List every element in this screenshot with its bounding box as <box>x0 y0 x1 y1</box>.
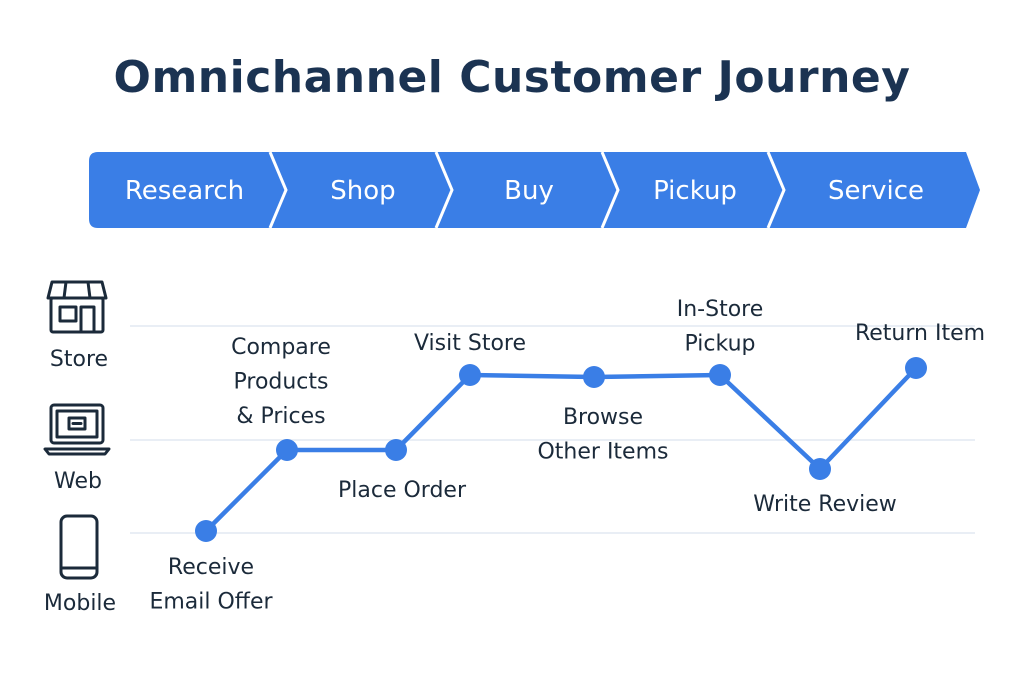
channel-legend: Store Web Mobile <box>43 280 116 616</box>
journey-node <box>809 458 831 480</box>
step-label-line: Pickup <box>685 332 756 357</box>
page-title: Omnichannel Customer Journey <box>113 52 911 103</box>
step-label-line: Visit Store <box>414 331 526 356</box>
stage-separator <box>434 151 454 229</box>
channel-label-web: Web <box>54 469 102 494</box>
smartphone-icon <box>59 514 99 580</box>
laptop-icon <box>43 403 111 456</box>
stage-label-shop: Shop <box>330 176 395 206</box>
stage-bar: Research Shop Buy Pickup Service <box>89 151 980 229</box>
channel-label-mobile: Mobile <box>44 591 116 616</box>
journey-node <box>276 439 298 461</box>
step-label-line: Receive <box>168 555 254 580</box>
step-label-line: & Prices <box>236 404 325 429</box>
stage-bar-background <box>89 152 980 228</box>
store-icon <box>46 280 108 334</box>
step-label-line: Other Items <box>537 440 668 465</box>
journey-node <box>709 364 731 386</box>
step-label-line: Place Order <box>338 478 467 503</box>
stage-label-research: Research <box>125 176 244 206</box>
step-label: Visit Store <box>414 331 526 356</box>
stage-separator <box>268 151 288 229</box>
stage-label-pickup: Pickup <box>653 176 737 206</box>
step-label-line: Compare <box>231 335 331 360</box>
stage-label-service: Service <box>828 176 924 206</box>
stage-label-buy: Buy <box>504 176 554 206</box>
step-label-line: Products <box>234 370 329 395</box>
step-label-line: Return Item <box>855 321 985 346</box>
step-label-line: Write Review <box>753 492 897 517</box>
step-label-line: Browse <box>563 405 643 430</box>
step-label-line: In-Store <box>677 297 764 322</box>
stage-separator <box>600 151 620 229</box>
channel-label-store: Store <box>50 347 108 372</box>
channel-grid <box>130 325 975 534</box>
step-label: Place Order <box>338 478 467 503</box>
step-label: Write Review <box>753 492 897 517</box>
journey-node <box>583 366 605 388</box>
journey-node <box>385 439 407 461</box>
journey-line <box>204 366 918 533</box>
journey-path <box>195 357 927 542</box>
step-label-line: Email Offer <box>149 590 273 615</box>
journey-node <box>459 364 481 386</box>
journey-node <box>195 520 217 542</box>
step-label: Return Item <box>855 321 985 346</box>
stage-separator <box>766 151 786 229</box>
journey-node <box>905 357 927 379</box>
